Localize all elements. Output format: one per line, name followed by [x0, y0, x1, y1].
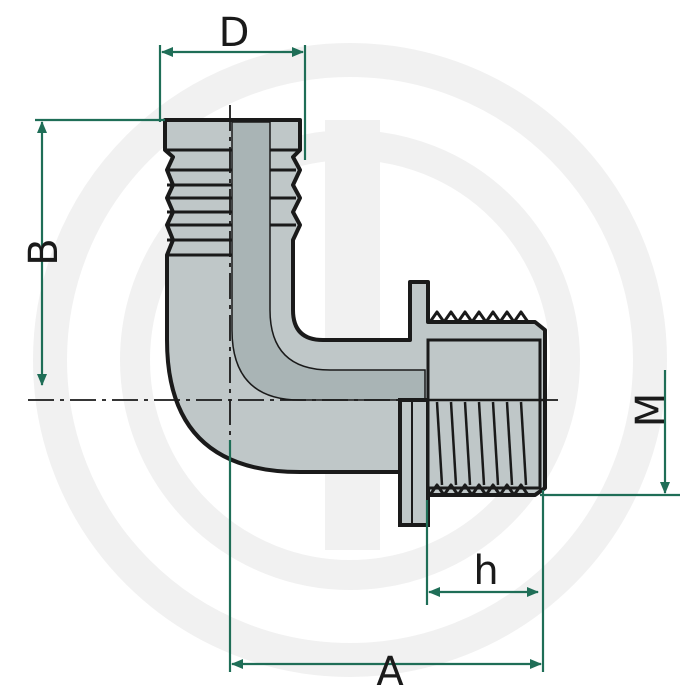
label-B: B [21, 238, 67, 265]
label-D: D [219, 10, 250, 56]
male-thread [426, 310, 545, 497]
label-M: M [628, 393, 674, 428]
label-A: A [376, 649, 404, 695]
inner-bore [231, 121, 426, 401]
dimension-lines [35, 45, 680, 672]
hose-barb-ribs [167, 148, 300, 257]
center-lines [28, 105, 560, 470]
label-h: h [473, 548, 498, 594]
elbow-fitting [163, 118, 547, 527]
dimension-labels: D B M h A [21, 10, 674, 695]
hex-flange [398, 398, 430, 527]
